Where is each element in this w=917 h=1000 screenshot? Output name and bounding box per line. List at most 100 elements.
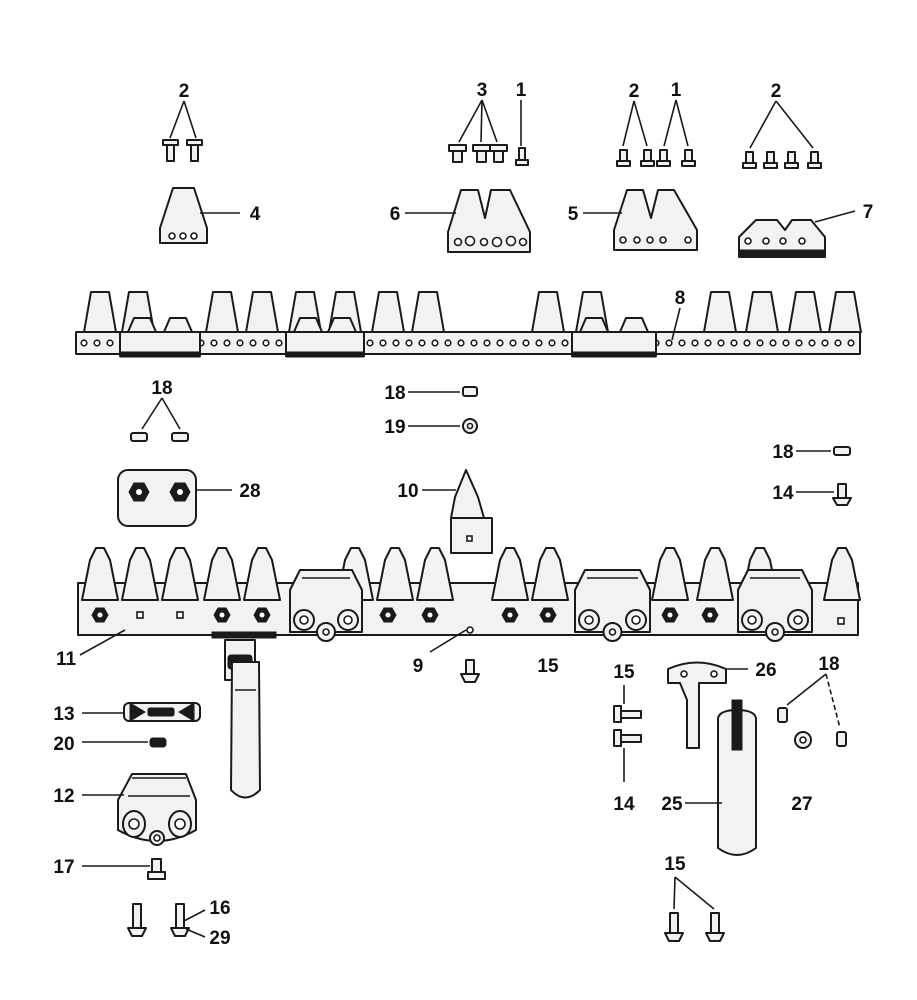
- nut-18-right: [796, 446, 851, 456]
- knife-bar-11-nut-hole: [707, 612, 713, 618]
- knife-arm-25: [685, 699, 757, 856]
- bolts-15-14-pair: [613, 685, 642, 782]
- nut-18-center: [408, 386, 478, 397]
- guard-bar-8-hole: [717, 339, 725, 347]
- guard-bar-8-hole: [483, 339, 491, 347]
- knife-head-arm: [224, 639, 261, 799]
- bolt-1-center: [515, 100, 529, 166]
- guard-bar-8-hole: [782, 339, 790, 347]
- nuts-18-lower: [777, 673, 847, 747]
- bolts-15-bottom-pair: [664, 876, 725, 942]
- label-2-right: 2: [771, 81, 782, 102]
- guard-bar-8-hole: [496, 339, 504, 347]
- bolt-15-center: [460, 659, 480, 683]
- bolt-group-2-left: [162, 100, 203, 162]
- label-13: 13: [53, 704, 74, 725]
- guard-bar-8-hole: [418, 339, 426, 347]
- label-9: 9: [413, 656, 424, 677]
- guard-clamp-8-tooth-b: [619, 317, 649, 333]
- knife-bar-11-rivet: [466, 626, 474, 634]
- knife-clip-11-center-hole: [771, 628, 779, 636]
- label-7: 7: [863, 202, 874, 223]
- label-15-bottom: 15: [664, 854, 686, 875]
- label-14-right: 14: [772, 483, 794, 504]
- knife-section-11-8: [416, 547, 454, 601]
- guard-bar-8-hole: [795, 339, 803, 347]
- label-4: 4: [250, 204, 261, 225]
- guard-bar-8-hole: [444, 339, 452, 347]
- knife-clip-11-boss-hole: [793, 615, 803, 625]
- guard-bar-8-hole: [678, 339, 686, 347]
- label-18-left: 18: [151, 378, 172, 399]
- guard-bar-8-hole: [535, 339, 543, 347]
- guard-bar-8-hole: [561, 339, 569, 347]
- bolt-17: [82, 858, 166, 880]
- knife-section-11-14: [823, 547, 861, 601]
- guard-bar-8-hole: [821, 339, 829, 347]
- guard-tooth-8-12: [745, 291, 779, 333]
- guard-tooth-8-11: [703, 291, 737, 333]
- knife-bar-11-nut-hole: [385, 612, 391, 618]
- label-29: 29: [209, 928, 230, 949]
- guard-clamp-8-tooth-a: [579, 317, 609, 333]
- label-16: 16: [209, 898, 230, 919]
- guard-bar-8-base: [75, 331, 861, 355]
- label-18-center: 18: [384, 383, 405, 404]
- bolts-16-29: [127, 903, 206, 938]
- guard-bar-8-hole: [834, 339, 842, 347]
- guard-clamp-8-tooth-a: [293, 317, 323, 333]
- guard-bar-8-hole: [106, 339, 114, 347]
- guard-clamp-8-edge-2: [285, 351, 365, 358]
- knife-bar-11-nut-hole: [545, 612, 551, 618]
- knife-section-11-10: [531, 547, 569, 601]
- knife-bar-11-plate: [211, 631, 277, 639]
- knife-bar-11-slot: [837, 617, 845, 625]
- part-11-knife-bar: [77, 547, 861, 642]
- bolt-group-3: [448, 99, 508, 163]
- guard-clamp-8-edge-3: [571, 351, 657, 358]
- guard-bar-8-hole: [704, 339, 712, 347]
- label-15-right: 15: [613, 662, 635, 683]
- part-7-double-guard: [738, 210, 856, 258]
- guard-bar-8-hole: [262, 339, 270, 347]
- part-6-double-guard: [405, 189, 531, 253]
- bolt-group-1-right: [656, 99, 696, 167]
- guard-bar-8-hole: [808, 339, 816, 347]
- nut-18-left-pair: [130, 397, 189, 442]
- label-6: 6: [390, 204, 401, 225]
- leader-8: [671, 307, 681, 341]
- label-2-left: 2: [179, 81, 190, 102]
- guard-bar-8-hole: [392, 339, 400, 347]
- guard-bar-8-hole: [236, 339, 244, 347]
- knife-bar-11-slot: [136, 611, 144, 619]
- guard-bar-8-hole: [548, 339, 556, 347]
- part-8-guard-bar: [75, 291, 862, 358]
- knife-clip-11-boss-hole: [747, 615, 757, 625]
- part-5-double-guard: [583, 189, 698, 251]
- knife-section-11-4: [203, 547, 241, 601]
- guard-tooth-8-14: [828, 291, 862, 333]
- label-8: 8: [675, 288, 686, 309]
- knife-bar-11-nut-hole: [667, 612, 673, 618]
- label-20: 20: [53, 734, 74, 755]
- guard-bar-8-hole: [210, 339, 218, 347]
- knife-section-11-1: [81, 547, 119, 601]
- guard-bar-8-hole: [457, 339, 465, 347]
- pin-20: [82, 737, 167, 748]
- guard-bar-8-hole: [249, 339, 257, 347]
- guard-bar-8-hole: [522, 339, 530, 347]
- knife-section-11-9: [491, 547, 529, 601]
- knife-section-11-12: [696, 547, 734, 601]
- guard-clamp-8-tooth-b: [327, 317, 357, 333]
- knife-head-12: [82, 773, 197, 846]
- label-3: 3: [477, 80, 488, 101]
- guard-clamp-8-tooth-b: [163, 317, 193, 333]
- leaders-9-11: [79, 629, 467, 656]
- washer-19: [408, 418, 478, 434]
- label-14-bottom: 14: [613, 794, 635, 815]
- label-11: 11: [56, 649, 77, 670]
- knife-clip-11-boss-hole: [343, 615, 353, 625]
- guard-bar-8-hole: [756, 339, 764, 347]
- bolt-group-2-middle: [616, 100, 655, 167]
